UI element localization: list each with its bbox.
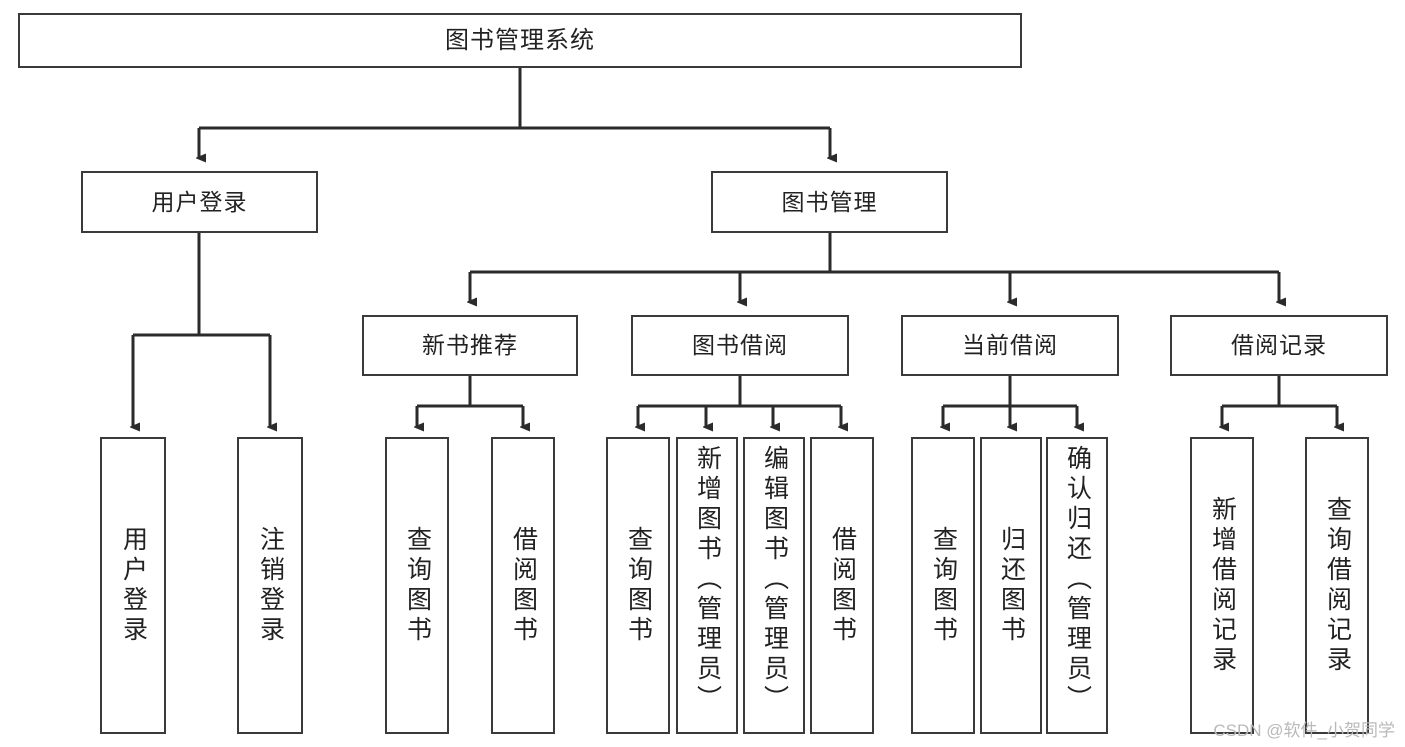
node-leaf-borrow-book-1[interactable]: 借阅图书 xyxy=(491,437,555,734)
node-book-management[interactable]: 图书管理 xyxy=(711,171,948,233)
node-leaf-query-book-1[interactable]: 查询图书 xyxy=(385,437,449,734)
node-leaf-query-record[interactable]: 查询借阅记录 xyxy=(1305,437,1369,734)
node-leaf-query-book-2[interactable]: 查询图书 xyxy=(606,437,670,734)
node-leaf-edit-book[interactable]: 编辑图书（管理员） xyxy=(743,437,805,734)
node-leaf-user-login-label: 用户登录 xyxy=(119,525,148,646)
node-leaf-user-login[interactable]: 用户登录 xyxy=(100,437,166,734)
node-current-borrow-label: 当前借阅 xyxy=(962,332,1058,359)
node-leaf-query-book-1-label: 查询图书 xyxy=(403,525,432,646)
node-current-borrow[interactable]: 当前借阅 xyxy=(901,315,1119,376)
node-leaf-query-book-3-label: 查询图书 xyxy=(929,525,958,646)
node-leaf-return-book-label: 归还图书 xyxy=(997,525,1026,646)
node-book-management-label: 图书管理 xyxy=(781,188,878,215)
node-leaf-query-book-2-label: 查询图书 xyxy=(624,525,653,646)
node-leaf-borrow-book-1-label: 借阅图书 xyxy=(509,525,538,646)
node-borrow-record[interactable]: 借阅记录 xyxy=(1170,315,1388,376)
node-leaf-user-logout[interactable]: 注销登录 xyxy=(237,437,303,734)
node-leaf-confirm-return-label: 确认归还（管理员） xyxy=(1063,445,1092,715)
node-user-login[interactable]: 用户登录 xyxy=(81,171,318,233)
node-root-label: 图书管理系统 xyxy=(445,26,595,54)
node-leaf-query-book-3[interactable]: 查询图书 xyxy=(911,437,975,734)
node-new-book-recommend-label: 新书推荐 xyxy=(422,332,518,359)
watermark: CSDN @软件_小贺同学 xyxy=(1213,721,1395,740)
node-leaf-confirm-return[interactable]: 确认归还（管理员） xyxy=(1046,437,1108,734)
node-leaf-user-logout-label: 注销登录 xyxy=(256,525,285,646)
node-leaf-query-record-label: 查询借阅记录 xyxy=(1323,495,1352,676)
node-leaf-borrow-book-2-label: 借阅图书 xyxy=(828,525,857,646)
node-leaf-return-book[interactable]: 归还图书 xyxy=(980,437,1042,734)
node-borrow-record-label: 借阅记录 xyxy=(1231,332,1327,359)
node-book-borrow-label: 图书借阅 xyxy=(692,332,788,359)
node-leaf-borrow-book-2[interactable]: 借阅图书 xyxy=(810,437,874,734)
node-leaf-add-record-label: 新增借阅记录 xyxy=(1208,495,1237,676)
node-new-book-recommend[interactable]: 新书推荐 xyxy=(362,315,578,376)
node-leaf-add-record[interactable]: 新增借阅记录 xyxy=(1190,437,1254,734)
node-book-borrow[interactable]: 图书借阅 xyxy=(631,315,849,376)
node-root[interactable]: 图书管理系统 xyxy=(18,13,1022,68)
node-leaf-add-book[interactable]: 新增图书（管理员） xyxy=(676,437,738,734)
node-leaf-add-book-label: 新增图书（管理员） xyxy=(693,445,722,715)
node-leaf-edit-book-label: 编辑图书（管理员） xyxy=(760,445,789,715)
node-user-login-label: 用户登录 xyxy=(151,188,248,215)
